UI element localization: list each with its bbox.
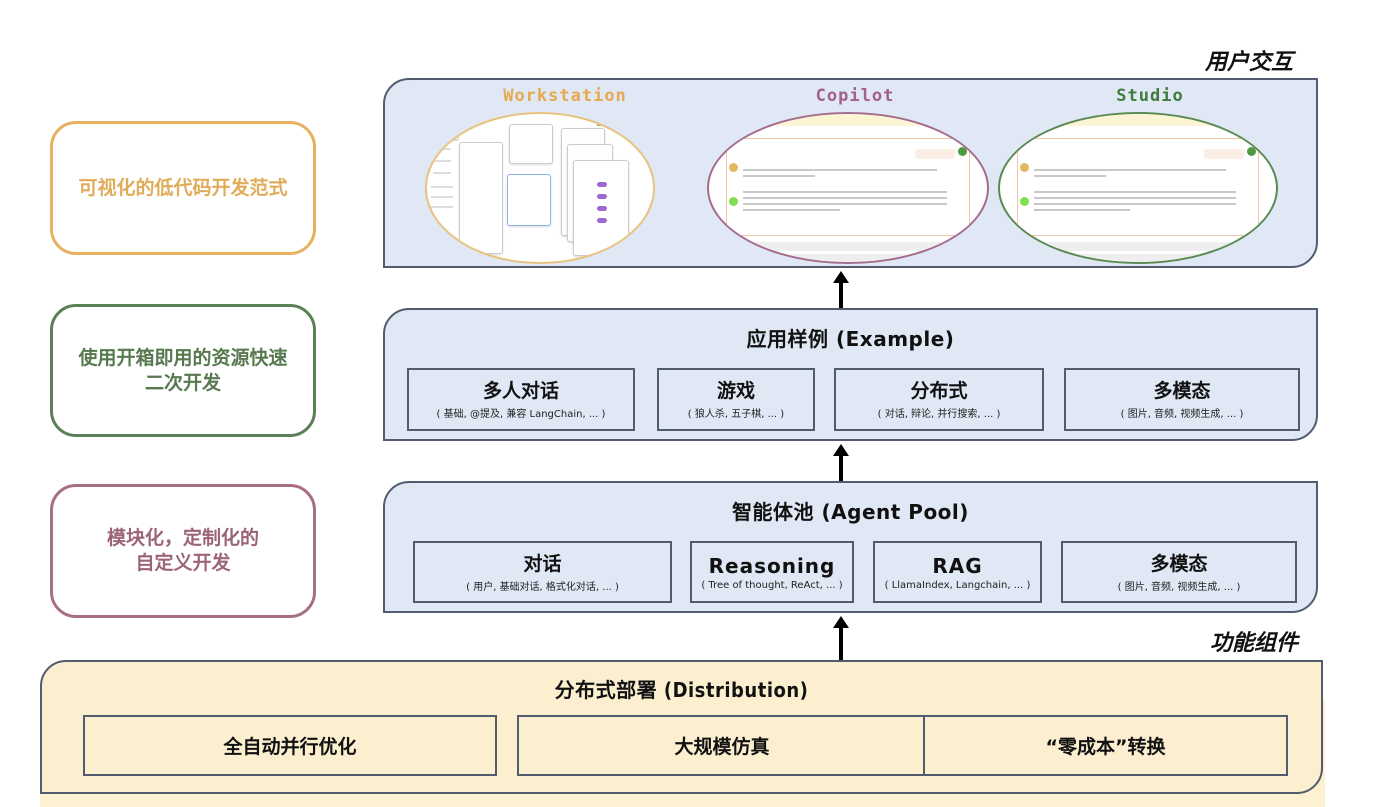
studio-preview	[998, 112, 1278, 264]
card-subtitle: ( 基础, @提及, 兼容 LangChain, ... )	[436, 409, 606, 420]
card-subtitle: ( 用户, 基础对话, 格式化对话, ... )	[466, 581, 619, 593]
user-avatar-icon	[958, 147, 968, 156]
preview-text-line	[1033, 203, 1236, 205]
card-title: 多模态	[1153, 380, 1211, 402]
ui-app-title: Copilot	[815, 86, 895, 106]
preview-text-line	[1033, 191, 1236, 193]
side-note-out-of-box: 使用开箱即用的资源快速 二次开发	[50, 304, 316, 437]
side-note-text: 使用开箱即用的资源快速 二次开发	[78, 346, 288, 394]
preview-text-line	[1033, 197, 1236, 199]
preview-line	[431, 206, 453, 208]
preview-line	[431, 186, 453, 188]
panel-title: 智能体池 (Agent Pool)	[732, 500, 969, 524]
agent-card: 多模态 ( 图片, 音频, 视频生成, ... )	[1061, 541, 1297, 603]
card-title: 多模态	[1150, 552, 1208, 575]
preview-text-line	[742, 191, 947, 193]
example-card: 分布式 ( 对话, 辩论, 并行搜索, ... )	[834, 368, 1044, 431]
card-subtitle: ( 狼人杀, 五子棋, ... )	[687, 409, 785, 420]
preview-user-message	[915, 149, 956, 159]
ui-app-studio: Studio	[998, 86, 1290, 266]
workstation-preview	[425, 112, 655, 264]
preview-node	[507, 174, 551, 226]
preview-pill	[597, 206, 607, 211]
preview-line	[433, 160, 451, 162]
example-card: 多模态 ( 图片, 音频, 视频生成, ... )	[1064, 368, 1300, 431]
card-subtitle: ( LlamaIndex, Langchain, ... )	[884, 579, 1031, 591]
preview-button	[736, 254, 960, 262]
preview-text-line	[742, 169, 937, 171]
card-subtitle: ( 图片, 音频, 视频生成, ... )	[1117, 581, 1241, 593]
preview-notice-bar	[764, 114, 932, 126]
preview-text-line	[742, 175, 816, 177]
card-title: 游戏	[716, 380, 755, 402]
side-note-custom: 模块化，定制化的 自定义开发	[50, 484, 316, 618]
panel-title: 应用样例 (Example)	[746, 327, 955, 351]
preview-line	[431, 196, 453, 198]
preview-text-line	[742, 209, 840, 211]
card-title: RAG	[932, 553, 983, 578]
ui-app-title: Workstation	[503, 86, 627, 106]
preview-text-line	[1033, 175, 1106, 177]
preview-green-button	[597, 120, 607, 126]
preview-button	[1027, 254, 1249, 262]
card-title: 分布式	[910, 380, 968, 402]
preview-text-line	[1033, 209, 1130, 211]
arrow-up-icon	[833, 271, 849, 308]
card-subtitle: ( 图片, 音频, 视频生成, ... )	[1120, 409, 1244, 420]
preview-line	[431, 148, 451, 150]
example-card: 多人对话 ( 基础, @提及, 兼容 LangChain, ... )	[407, 368, 635, 431]
preview-pill	[597, 182, 607, 187]
preview-node	[459, 142, 503, 254]
distribution-card: “零成本”转换	[923, 715, 1288, 776]
preview-node	[509, 124, 553, 164]
agent-pool-panel: 智能体池 (Agent Pool) 对话 ( 用户, 基础对话, 格式化对话, …	[383, 481, 1318, 613]
card-title: Reasoning	[708, 553, 836, 578]
preview-red-button	[609, 120, 619, 126]
preview-user-message	[1204, 149, 1245, 159]
panel-title: 分布式部署 (Distribution)	[554, 678, 809, 702]
preview-chat-frame	[1016, 138, 1260, 236]
preview-line	[433, 172, 451, 174]
agent-avatar-icon	[1019, 163, 1029, 172]
agent-avatar-icon	[728, 197, 738, 206]
agent-avatar-icon	[728, 163, 738, 172]
function-components-label: 功能组件	[1210, 631, 1299, 656]
preview-text-line	[742, 203, 947, 205]
preview-node	[449, 134, 459, 140]
distribution-card: 大规模仿真	[517, 715, 927, 776]
distribution-panel: 分布式部署 (Distribution) 全自动并行优化 大规模仿真 “零成本”…	[40, 660, 1323, 794]
example-card: 游戏 ( 狼人杀, 五子棋, ... )	[657, 368, 815, 431]
user-interaction-label: 用户交互	[1205, 50, 1294, 75]
card-subtitle: ( Tree of thought, ReAct, ... )	[701, 579, 843, 591]
agent-card: RAG ( LlamaIndex, Langchain, ... )	[873, 541, 1042, 603]
agent-card: Reasoning ( Tree of thought, ReAct, ... …	[690, 541, 854, 603]
ui-app-copilot: Copilot	[707, 86, 995, 266]
side-note-low-code: 可视化的低代码开发范式	[50, 121, 316, 255]
user-interaction-panel: Workstation Copilot	[383, 78, 1318, 268]
card-title: 多人对话	[482, 380, 559, 402]
agent-avatar-icon	[1019, 197, 1029, 206]
example-layer-panel: 应用样例 (Example) 多人对话 ( 基础, @提及, 兼容 LangCh…	[383, 308, 1318, 441]
preview-notice-bar	[1055, 114, 1221, 126]
preview-text-line	[1033, 169, 1227, 171]
preview-pill	[597, 218, 607, 223]
arrow-up-icon	[833, 444, 849, 481]
distribution-card: 全自动并行优化	[83, 715, 497, 776]
ui-app-title: Studio	[1116, 86, 1184, 106]
user-avatar-icon	[1247, 147, 1257, 156]
side-note-text: 模块化，定制化的 自定义开发	[106, 527, 259, 574]
card-title: 对话	[523, 552, 562, 575]
preview-pill	[597, 194, 607, 199]
copilot-preview	[707, 112, 989, 264]
card-subtitle: ( 对话, 辩论, 并行搜索, ... )	[877, 409, 1001, 420]
agent-card: 对话 ( 用户, 基础对话, 格式化对话, ... )	[413, 541, 672, 603]
arrow-up-icon	[833, 616, 849, 661]
preview-button	[1027, 242, 1249, 251]
preview-button	[736, 242, 960, 251]
ui-app-workstation: Workstation	[425, 86, 705, 266]
preview-chat-frame	[725, 138, 971, 236]
preview-text-line	[742, 197, 947, 199]
side-note-text: 可视化的低代码开发范式	[78, 176, 288, 199]
